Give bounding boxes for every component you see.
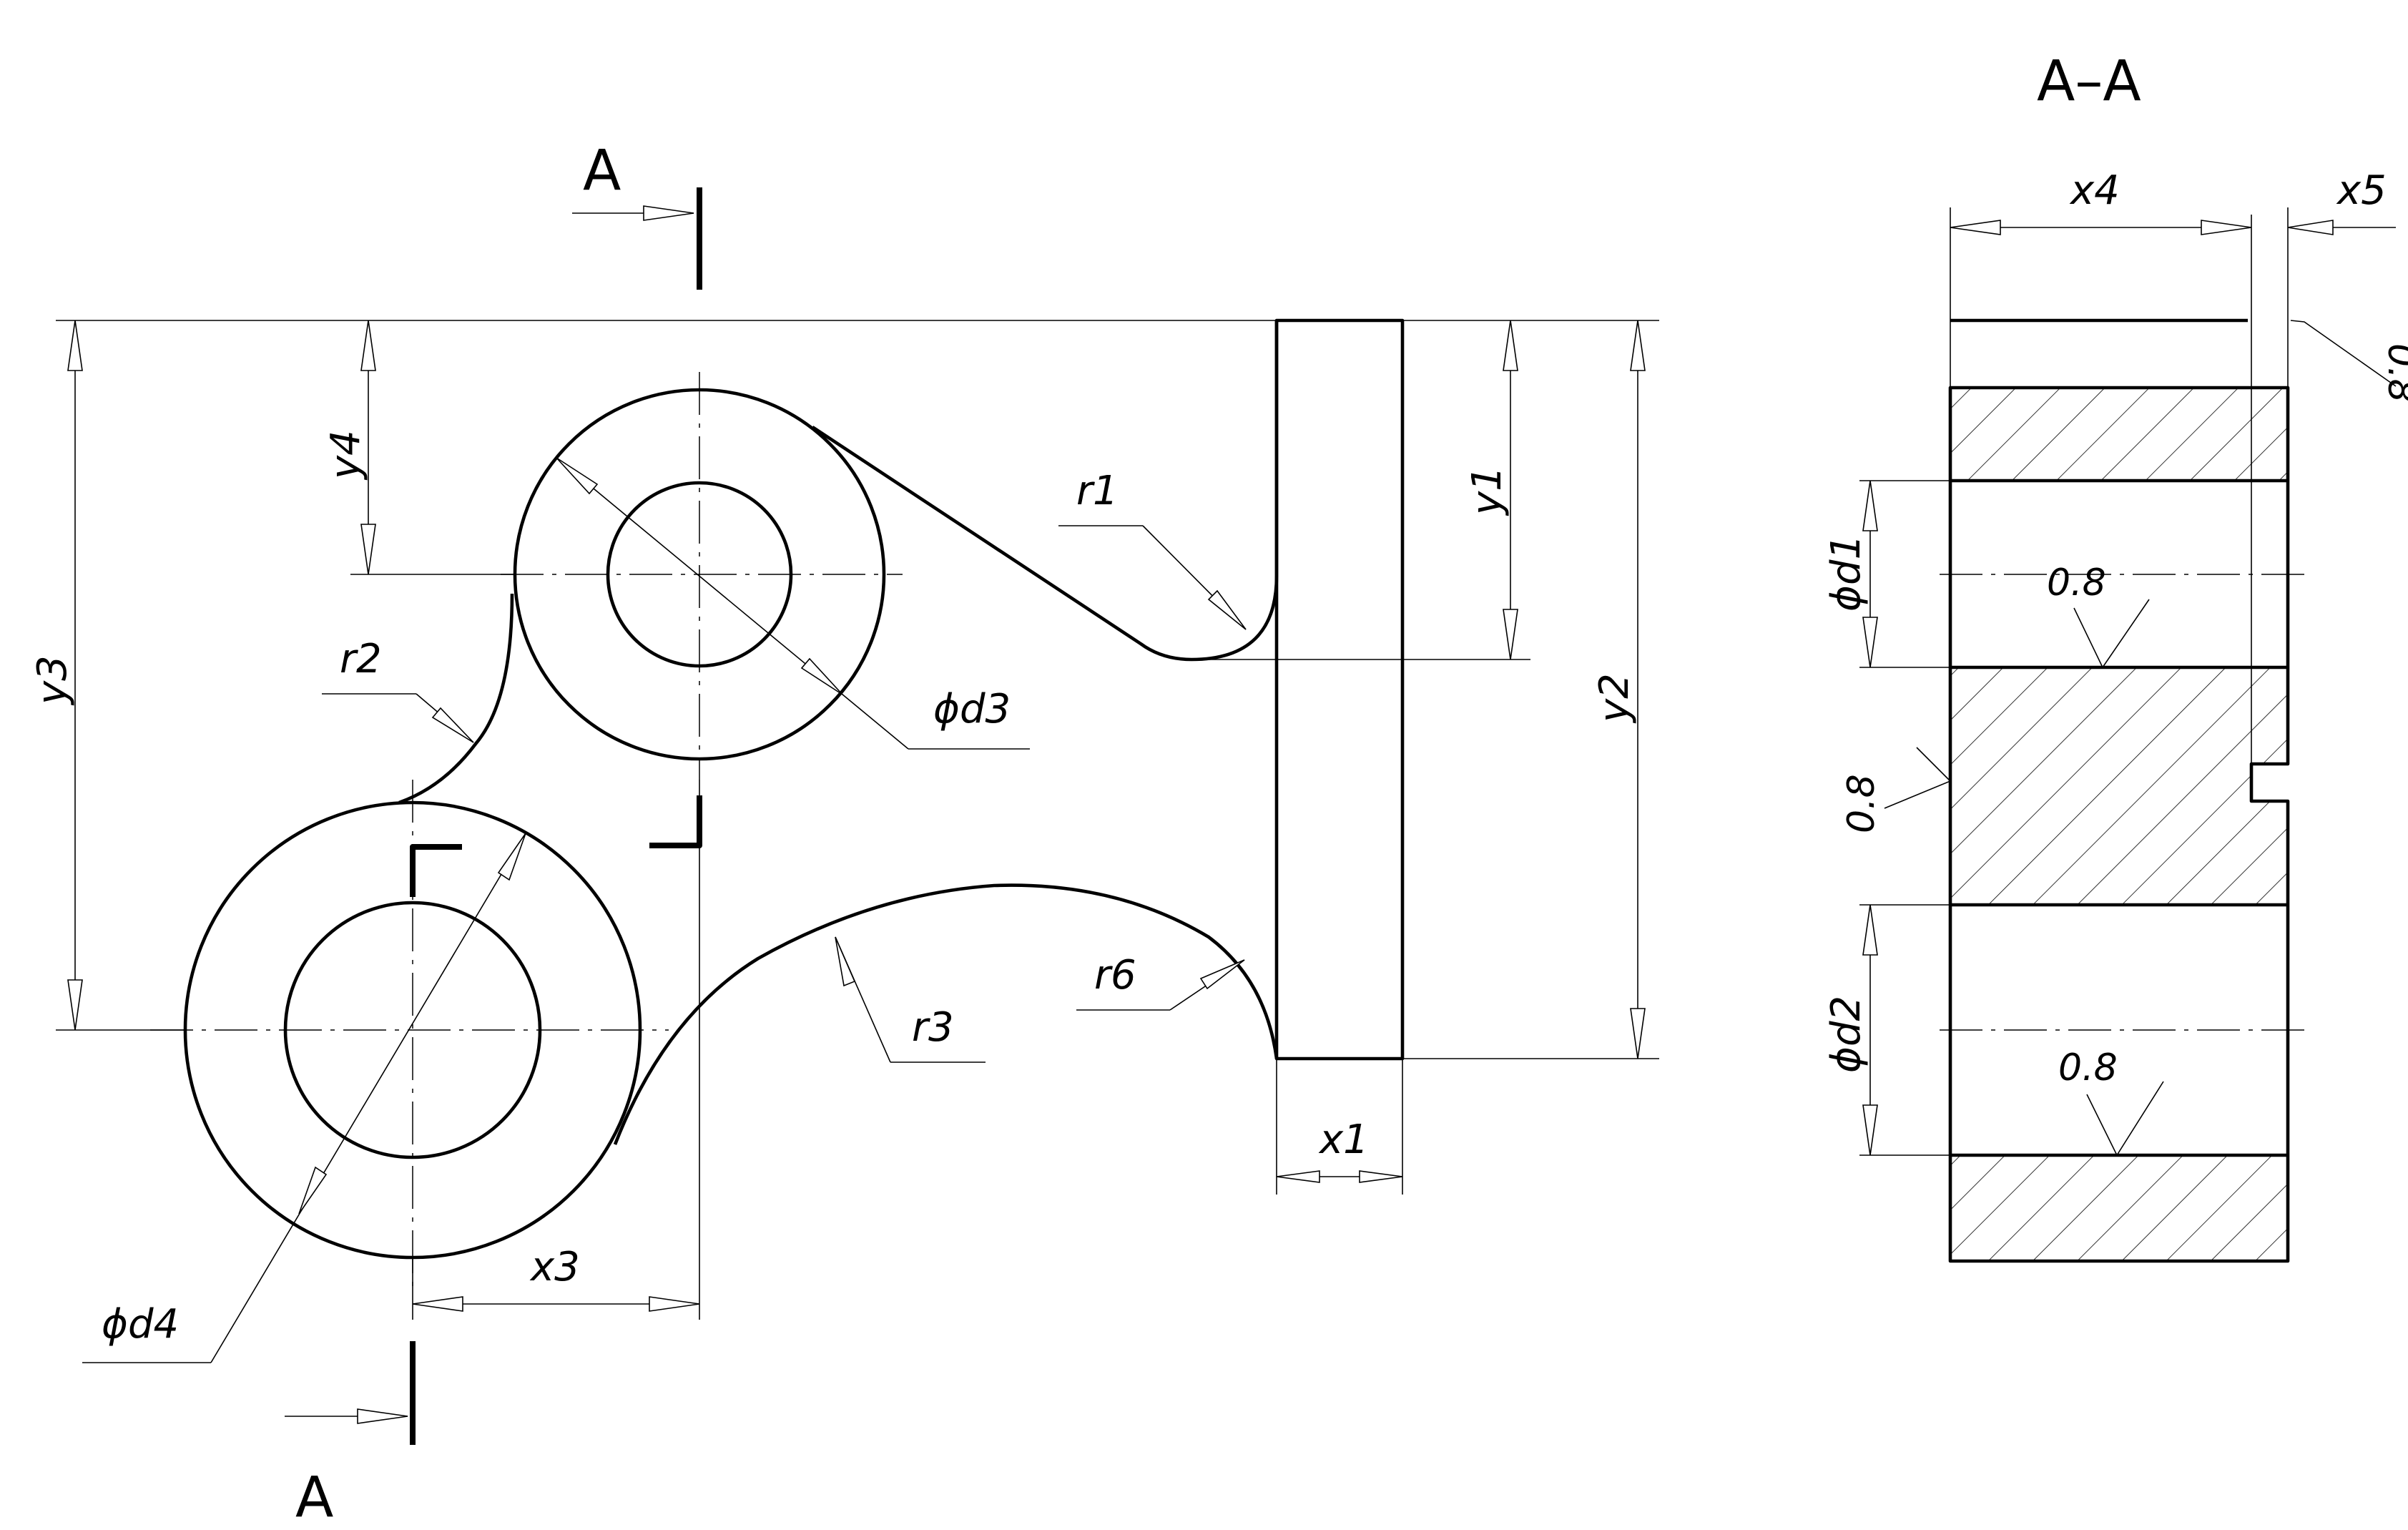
dim-x3-label: x3	[529, 1244, 580, 1290]
dim-r1-label: r1	[1076, 468, 1119, 514]
section-mark-top: A	[583, 139, 621, 203]
part-outline	[398, 318, 1405, 1145]
dim-d4: ϕd4	[82, 833, 526, 1363]
r3-r6-curve	[613, 883, 1279, 1145]
dim-y2-label: y2	[1591, 673, 1638, 724]
dim-r2: r2	[322, 636, 474, 743]
dim-r1: r1	[1058, 468, 1247, 630]
dim-y3: y3	[29, 320, 83, 1031]
section-view: A–A	[1823, 49, 2408, 1263]
dim-d2: ϕd2	[1823, 904, 1878, 1156]
dim-d3-label: ϕd3	[933, 686, 1011, 732]
roughness-top-label: 0.8	[2379, 343, 2408, 403]
dim-d3: ϕd3	[556, 457, 1030, 750]
section-cut-marks: A A	[285, 139, 702, 1530]
roughness-side-label: 0.8	[1840, 774, 1883, 833]
dim-x1: x1	[1276, 1117, 1403, 1183]
dim-x1-label: x1	[1318, 1117, 1369, 1163]
dim-x4-label: x4	[2069, 167, 2120, 214]
dim-x5-label: x5	[2336, 167, 2387, 214]
dim-d4-label: ϕd4	[102, 1301, 179, 1348]
dim-r6-label: r6	[1094, 952, 1136, 999]
dim-r6: r6	[1076, 952, 1245, 1011]
dim-x4: x4	[1950, 167, 2252, 235]
dim-r3-label: r3	[912, 1004, 954, 1051]
dim-x3: x3	[412, 1244, 700, 1312]
main-view: A A y3 y4	[29, 139, 1659, 1530]
roughness-side: 0.8	[1840, 747, 1952, 833]
dim-r3: r3	[835, 936, 986, 1063]
dim-y1-label: y1	[1464, 466, 1510, 516]
dim-y4-label: y4	[323, 430, 369, 481]
extension-lines	[56, 320, 1659, 1320]
r2-fillet	[398, 593, 514, 805]
dim-y2: y2	[1591, 320, 1646, 1059]
r1-fillet	[811, 320, 1279, 662]
roughness-bore1: 0.8	[2047, 562, 2150, 669]
hatch-top	[1950, 388, 2288, 481]
hatch-middle	[1950, 667, 2288, 905]
section-title: A–A	[2037, 49, 2141, 114]
dim-d2-label: ϕd2	[1823, 996, 1869, 1073]
dim-x5: x5	[2287, 167, 2396, 235]
dim-d1: ϕd1	[1823, 480, 1878, 668]
dim-y4: y4	[323, 320, 376, 575]
dim-r2-label: r2	[340, 636, 382, 682]
dim-y1: y1	[1464, 320, 1518, 660]
roughness-bore2: 0.8	[2058, 1046, 2164, 1157]
dim-y3-label: y3	[29, 655, 76, 706]
dim-d1-label: ϕd1	[1823, 534, 1869, 612]
section-mark-bottom: A	[295, 1466, 333, 1530]
right-flange	[1274, 318, 1405, 1061]
roughness-bore2-label: 0.8	[2058, 1046, 2118, 1089]
section-outline	[1948, 215, 2290, 1263]
roughness-bore1-label: 0.8	[2047, 562, 2106, 604]
roughness-top: 0.8	[2290, 320, 2408, 403]
section-extension-lines	[1859, 207, 2289, 1156]
hatch-bottom	[1950, 1155, 2288, 1261]
